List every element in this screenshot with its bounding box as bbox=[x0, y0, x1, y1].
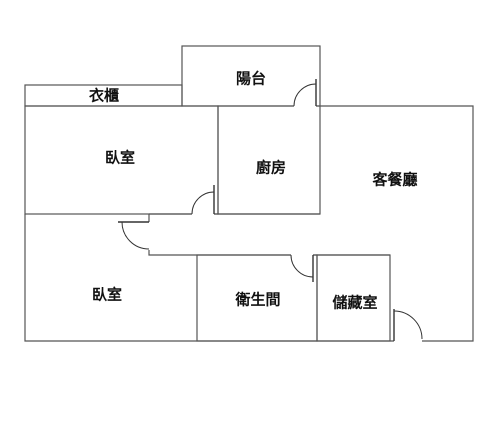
bedroom-lower-door bbox=[118, 221, 151, 250]
room-label-bedroom-lower: 臥室 bbox=[92, 286, 122, 304]
room-label-bathroom: 衛生間 bbox=[234, 291, 280, 309]
corridor-wall bbox=[148, 214, 390, 256]
room-labels: 陽台 衣櫃 臥室 廚房 客餐廳 臥室 衛生間 儲藏室 bbox=[89, 70, 418, 312]
bathroom-door bbox=[290, 253, 314, 282]
balcony-door bbox=[293, 79, 317, 108]
room-label-balcony: 陽台 bbox=[236, 70, 266, 88]
walls bbox=[24, 45, 474, 342]
storage-door bbox=[393, 309, 423, 343]
room-label-wardrobe: 衣櫃 bbox=[89, 87, 119, 105]
storage-wall bbox=[316, 254, 391, 342]
room-label-storage: 儲藏室 bbox=[332, 294, 377, 312]
room-label-kitchen: 廚房 bbox=[256, 159, 286, 177]
room-label-bedroom-upper: 臥室 bbox=[105, 149, 135, 167]
doors bbox=[118, 79, 423, 343]
room-label-living-dining: 客餐廳 bbox=[371, 171, 417, 189]
bedroom-upper-door bbox=[191, 185, 215, 216]
living-dining-wall bbox=[24, 105, 474, 342]
